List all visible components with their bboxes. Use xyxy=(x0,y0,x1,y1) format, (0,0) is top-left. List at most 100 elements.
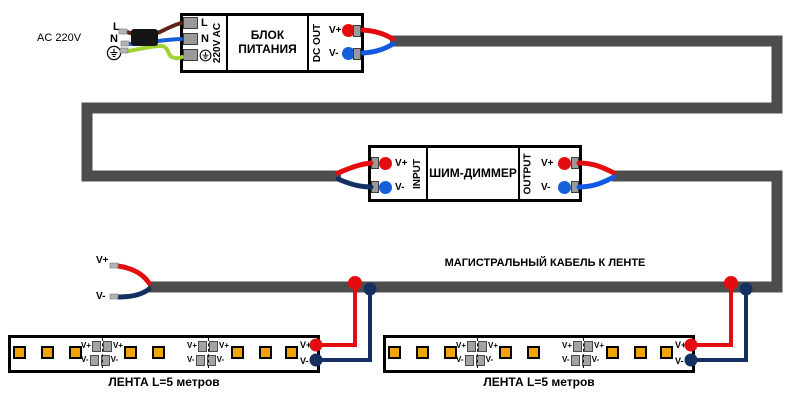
ac-line-wire xyxy=(125,21,183,37)
strip-end-vplus-label: V+ xyxy=(300,340,312,350)
psu-input-side: 220V AC xyxy=(209,16,227,70)
strip-1-label: ЛЕНТА L=5 метров xyxy=(108,375,220,389)
led-chip xyxy=(606,346,619,359)
tap1-vminus-wire xyxy=(319,289,372,362)
dimmer-in-vplus-label: V+ xyxy=(395,158,408,169)
solder-pad xyxy=(198,340,208,352)
pad-vplus-label: V+ xyxy=(594,341,605,350)
solder-pad xyxy=(464,354,474,366)
solder-pad-group: V+V+ V-V- xyxy=(187,338,229,368)
led-chip xyxy=(124,346,137,359)
tap1-vminus-junction-dot xyxy=(363,282,377,296)
trunk-vminus-label: V- xyxy=(96,291,106,302)
dimmer-in-vminus-label: V- xyxy=(395,182,405,193)
solder-pad xyxy=(92,340,102,352)
dimmer-title: ШИМ-ДИММЕР xyxy=(429,165,517,180)
solder-pad xyxy=(103,340,113,352)
psu-out-vminus-wire xyxy=(360,41,396,56)
psu-input-side-label: 220V AC xyxy=(212,22,223,64)
strip-2-label: ЛЕНТА L=5 метров xyxy=(483,375,595,389)
ac-neutral-wire xyxy=(127,37,183,46)
wire-ferrule xyxy=(109,262,119,269)
solder-pad xyxy=(478,340,488,352)
psu-out-terminal-vminus xyxy=(353,48,361,60)
strip-end-vminus-label: V- xyxy=(300,356,309,366)
dimmer-out-terminal-vplus xyxy=(571,157,579,169)
led-chip xyxy=(634,346,647,359)
solder-pad xyxy=(467,340,477,352)
solder-pad xyxy=(209,340,219,352)
solder-pad xyxy=(89,354,99,366)
cable-sleeve xyxy=(131,29,158,46)
solder-pad xyxy=(475,354,485,366)
pad-vminus-label: V- xyxy=(456,355,464,364)
led-strip-2: V+ V+ V- V- V+ V+ V- V- V+ V- xyxy=(383,335,695,373)
psu-vminus-label: V- xyxy=(329,48,339,59)
dimmer-output-side: OUTPUT xyxy=(520,148,537,199)
dimmer-in-vplus-dot xyxy=(379,157,392,170)
wire-ferrule xyxy=(120,40,130,47)
pad-vplus-label: V+ xyxy=(456,341,467,350)
pad-vplus-label: V+ xyxy=(562,341,573,350)
solder-pad-group: V+V+ V-V- xyxy=(81,338,124,368)
solder-pad xyxy=(573,340,583,352)
cut-line xyxy=(583,338,585,368)
pwm-dimmer-box: V+ V- INPUT ШИМ-ДИММЕР OUTPUT V+ V- xyxy=(368,145,582,202)
led-chip xyxy=(13,346,26,359)
psu-output-side-label: DC OUT xyxy=(312,23,323,63)
tap2-vminus-junction-dot xyxy=(739,282,753,296)
pad-vminus-label: V- xyxy=(187,355,195,364)
psu-output-side: DC OUT xyxy=(309,16,327,70)
pad-vplus-label: V+ xyxy=(488,341,499,350)
led-chip xyxy=(416,346,429,359)
led-chip xyxy=(285,346,298,359)
dimmer-in-terminal-vminus xyxy=(371,181,379,193)
led-chip xyxy=(231,346,244,359)
pad-vplus-label: V+ xyxy=(187,341,198,350)
ac-line-label: L xyxy=(113,21,120,33)
solder-pad xyxy=(100,354,110,366)
led-chip xyxy=(152,346,165,359)
pad-vplus-label: V+ xyxy=(113,341,124,350)
strip-end-vminus-label: V- xyxy=(675,356,684,366)
dimmer-in-vminus-dot xyxy=(379,181,392,194)
dimmer-out-vplus-wire xyxy=(576,160,617,176)
solder-pad-group: V+ V+ V- V- xyxy=(456,338,499,368)
strip-end-vplus-label: V+ xyxy=(675,340,687,350)
dimmer-in-vminus-wire xyxy=(335,176,374,190)
cut-line xyxy=(477,338,479,368)
dimmer-input-label: INPUT xyxy=(411,158,423,189)
psu-terminal-neutral xyxy=(183,33,198,45)
ac-neutral-label: N xyxy=(110,33,118,45)
pad-vminus-label: V- xyxy=(110,355,119,364)
trunk-vminus-pigtail-wire xyxy=(115,286,152,300)
ac-ground-wire xyxy=(126,43,184,61)
dimmer-out-vminus-label: V- xyxy=(541,182,551,193)
trunk-vplus-label: V+ xyxy=(96,255,109,266)
solder-pad xyxy=(581,354,591,366)
dimmer-in-vplus-wire xyxy=(335,160,374,176)
ac-voltage-label: AC 220V xyxy=(37,32,82,44)
tap2-vplus-wire xyxy=(694,283,733,347)
led-chip xyxy=(41,346,54,359)
dimmer-out-vplus-dot xyxy=(558,157,571,170)
pad-vminus-label: V- xyxy=(591,355,600,364)
pad-vminus-label: V- xyxy=(562,355,570,364)
power-supply-box: L N 220V AC БЛОК ПИТАНИЯ DC OUT V+ V- xyxy=(180,13,364,73)
solder-pad xyxy=(570,354,580,366)
psu-title: БЛОК ПИТАНИЯ xyxy=(238,28,297,56)
wire-ferrule xyxy=(109,293,119,300)
tap1-vplus-junction-dot xyxy=(348,276,362,290)
dimmer-input-side: INPUT xyxy=(409,148,426,199)
tap2-vplus-junction-dot xyxy=(724,276,738,290)
psu-line-label: L xyxy=(201,17,208,29)
wire-ferrule xyxy=(118,28,128,35)
solder-pad-group: V+ V+ V- V- xyxy=(562,338,605,368)
pad-vplus-label: V+ xyxy=(81,341,92,350)
earth-ground-icon xyxy=(106,45,122,61)
tap2-vminus-wire xyxy=(694,289,748,362)
dimmer-out-vminus-dot xyxy=(558,181,571,194)
dimmer-out-terminal-vminus xyxy=(571,181,579,193)
pad-vminus-label: V- xyxy=(485,355,494,364)
